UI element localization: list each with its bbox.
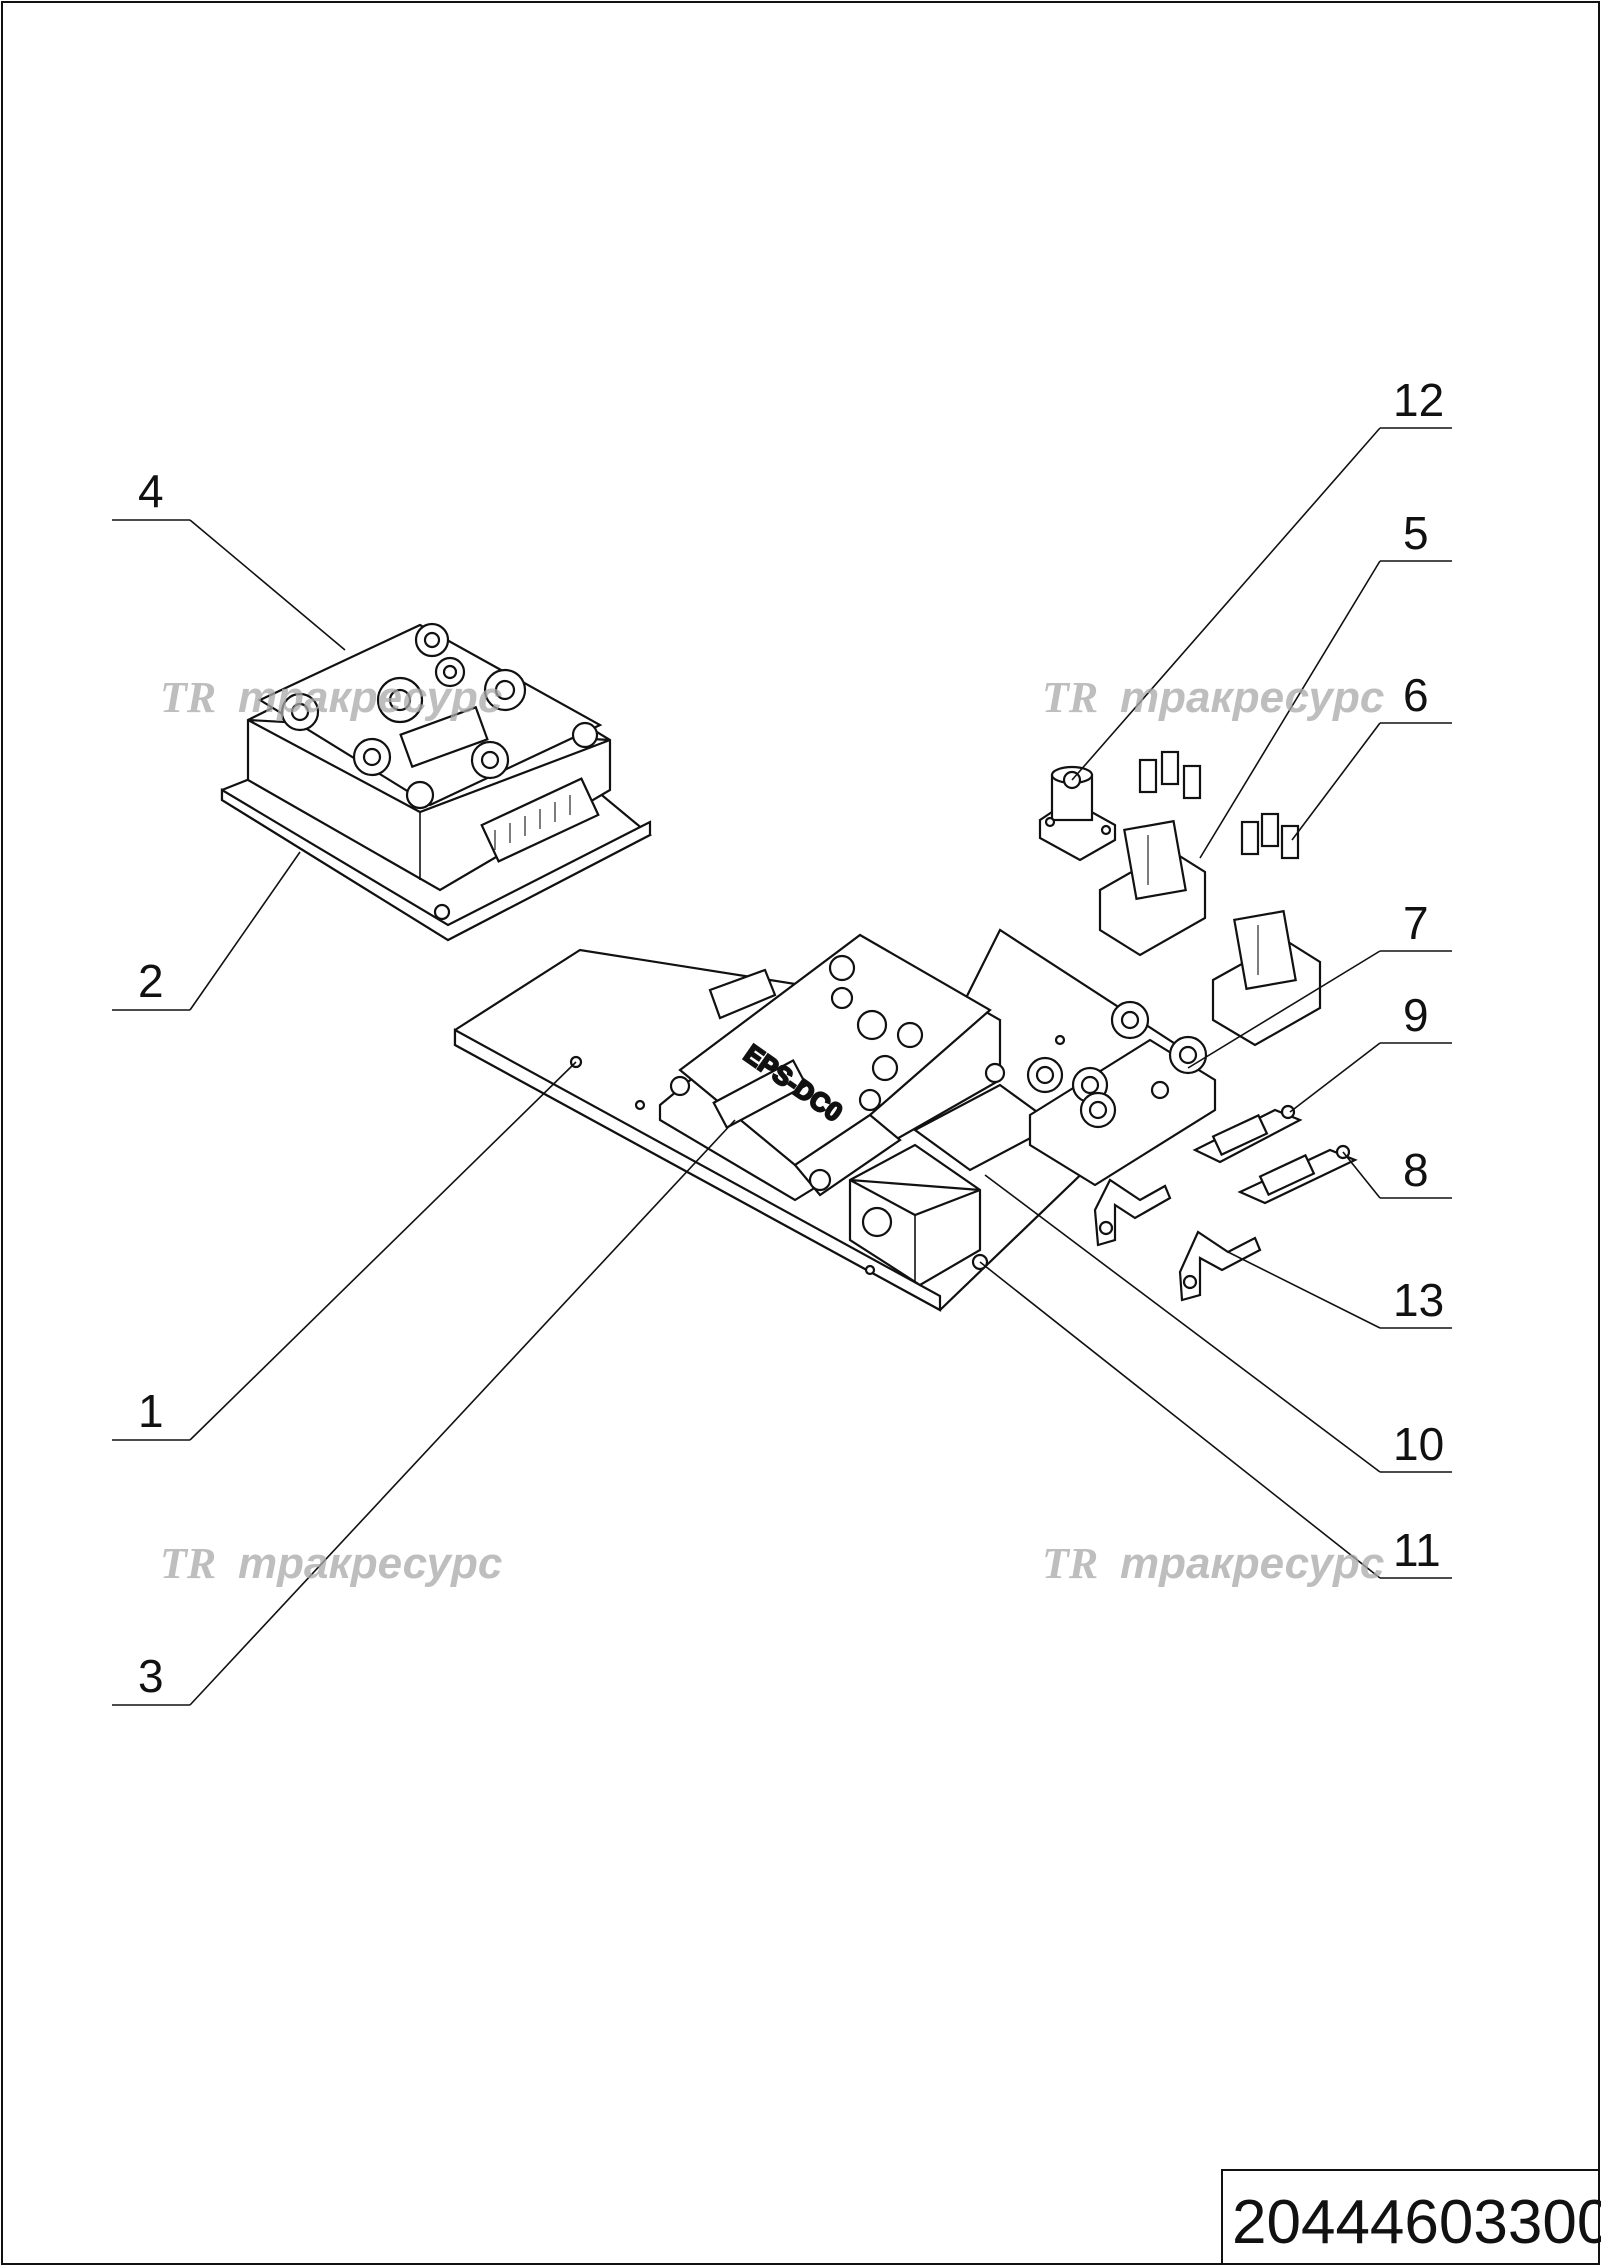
part-fuse-holder-lower (1211, 909, 1322, 1047)
callout-3: 3 (138, 1650, 164, 1702)
callout-10: 10 (1393, 1418, 1444, 1470)
callout-5: 5 (1403, 507, 1429, 559)
callout-6: 6 (1403, 669, 1429, 721)
watermark-bottom-left: TR тракресурс (160, 1539, 502, 1588)
watermark-top-right: TR тракресурс (1042, 673, 1384, 722)
callout-7: 7 (1403, 897, 1429, 949)
part-strip-fuse-9 (1192, 1104, 1303, 1164)
callout-numbers: 4 2 1 3 12 5 6 7 9 8 13 10 11 (138, 374, 1444, 1702)
watermark-logo: TR (1042, 673, 1098, 722)
watermark-top-left: TR тракресурс (160, 673, 502, 722)
document-number: 204446033003 (1232, 2188, 1601, 2257)
watermark-logo: TR (1042, 1539, 1098, 1588)
callout-9: 9 (1403, 989, 1429, 1041)
watermark-logo: TR (160, 673, 216, 722)
document-number-box: 204446033003 (1221, 2169, 1601, 2265)
part-terminal-block (1026, 1000, 1217, 1187)
watermark-text: тракресурс (1120, 673, 1384, 722)
watermark-text: тракресурс (238, 1539, 502, 1588)
part-motor-controller (246, 622, 612, 892)
callout-1: 1 (138, 1385, 164, 1437)
callout-8: 8 (1403, 1144, 1429, 1196)
part-strip-fuse-8 (1237, 1144, 1358, 1205)
part-dc-dc-converter: EPS-DC0 (658, 933, 1006, 1202)
callout-4: 4 (138, 465, 164, 517)
part-blade-fuses-lower (1240, 812, 1300, 860)
part-contactor (1038, 765, 1117, 862)
watermark-bottom-right: TR тракресурс (1042, 1539, 1384, 1588)
part-fuse-holder-upper (1098, 819, 1207, 957)
callout-13: 13 (1393, 1274, 1444, 1326)
callout-2: 2 (138, 955, 164, 1007)
part-bracket-13 (1178, 1230, 1262, 1302)
part-bracket-10 (1093, 1178, 1172, 1247)
watermark-text: тракресурс (1120, 1539, 1384, 1588)
leader-lines (112, 427, 1452, 1706)
watermark-logo: TR (160, 1539, 216, 1588)
callout-11: 11 (1393, 1524, 1441, 1576)
part-blade-fuses-upper (1138, 750, 1202, 800)
watermark-text: тракресурс (238, 673, 502, 722)
callout-12: 12 (1393, 374, 1444, 426)
